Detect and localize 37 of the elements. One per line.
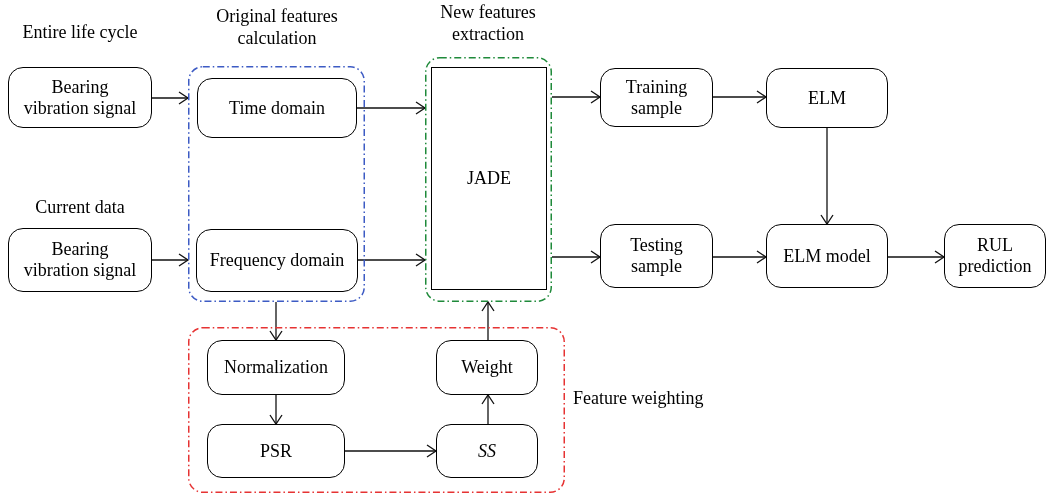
arrow [269,301,283,341]
process-box: ELM [766,68,888,128]
node-caption: Entire life cycle [21,22,139,44]
process-box: RUL prediction [944,224,1046,288]
process-box: Frequency domain [196,229,358,292]
arrow [712,250,767,264]
process-box: Testing sample [600,224,713,288]
process-box: ELM model [766,224,888,288]
dash-dot-group-frame [188,66,365,302]
arrow [151,91,189,105]
arrow [357,253,426,267]
node-caption: Current data [34,197,126,219]
process-box: Bearing vibration signal [8,228,152,292]
process-box: SS [436,424,538,478]
dash-dot-group-frame [188,327,565,493]
process-box: Normalization [207,340,345,395]
process-block: JADE [431,67,547,290]
process-box: Time domain [197,78,357,138]
group-heading: Feature weighting [573,388,705,410]
process-box: Weight [436,340,538,395]
process-box: Training sample [600,68,713,127]
group-heading: Original features calculation [215,6,339,50]
arrow [481,301,495,341]
process-box: Bearing vibration signal [8,67,152,128]
arrow [551,250,601,264]
arrow [712,90,767,104]
arrow [481,394,495,425]
dash-dot-group-frame [425,57,552,302]
arrow [820,127,834,225]
process-box: PSR [207,424,345,478]
arrow [551,90,601,104]
arrow [356,101,426,115]
arrow [151,253,189,267]
arrow [269,394,283,425]
group-heading: New features extraction [439,2,537,46]
arrow [344,444,437,458]
arrow [887,250,945,264]
